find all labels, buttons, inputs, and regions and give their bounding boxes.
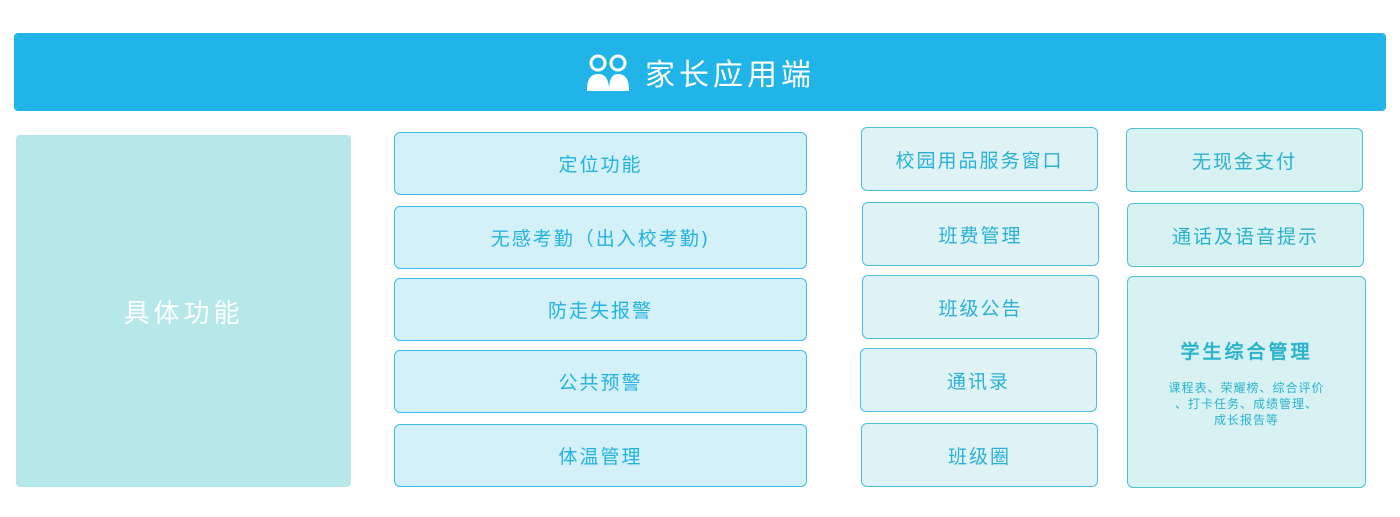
feature-temperature[interactable]: 体温管理 [394, 424, 807, 487]
feature-label: 防走失报警 [547, 300, 653, 322]
management-desc-line: 成长报告等 [1213, 412, 1279, 427]
feature-label: 定位功能 [558, 154, 643, 176]
feature-label: 通话及语音提示 [1171, 225, 1319, 248]
feature-school-supplies[interactable]: 校园用品服务窗口 [861, 127, 1098, 191]
management-description: 课程表、荣耀榜、综合评价 、打卡任务、成绩管理、 成长报告等 [1168, 380, 1324, 428]
feature-contacts[interactable]: 通讯录 [860, 348, 1097, 412]
feature-label: 校园用品服务窗口 [895, 149, 1064, 172]
features-panel: 具体功能 [16, 135, 351, 487]
feature-class-circle[interactable]: 班级圈 [861, 423, 1098, 487]
feature-label: 无感考勤（出入校考勤) [490, 228, 711, 250]
feature-public-alert[interactable]: 公共预警 [394, 350, 807, 413]
feature-location[interactable]: 定位功能 [394, 132, 807, 195]
feature-class-notice[interactable]: 班级公告 [862, 275, 1099, 339]
feature-label: 班级圈 [947, 445, 1011, 468]
header-title: 家长应用端 [645, 58, 815, 93]
management-title: 学生综合管理 [1180, 340, 1313, 363]
feature-label: 体温管理 [558, 446, 643, 468]
management-desc-line: 课程表、荣耀榜、综合评价 [1168, 380, 1325, 395]
feature-attendance[interactable]: 无感考勤（出入校考勤) [394, 206, 807, 269]
feature-cashless-pay[interactable]: 无现金支付 [1126, 128, 1363, 192]
feature-class-fees[interactable]: 班费管理 [862, 202, 1099, 266]
header-banner: 家长应用端 [14, 33, 1386, 111]
feature-voice-call[interactable]: 通话及语音提示 [1127, 203, 1364, 267]
feature-label: 通讯录 [946, 370, 1010, 393]
feature-student-management[interactable]: 学生综合管理 课程表、荣耀榜、综合评价 、打卡任务、成绩管理、 成长报告等 [1127, 276, 1366, 488]
feature-label: 公共预警 [558, 372, 643, 394]
features-panel-label: 具体功能 [123, 298, 244, 329]
feature-label: 无现金支付 [1191, 150, 1297, 173]
parents-icon [587, 54, 629, 91]
feature-label: 班级公告 [938, 297, 1023, 320]
management-desc-line: 、打卡任务、成绩管理、 [1174, 396, 1318, 411]
feature-label: 班费管理 [938, 224, 1023, 247]
feature-anti-lost-alarm[interactable]: 防走失报警 [394, 278, 807, 341]
